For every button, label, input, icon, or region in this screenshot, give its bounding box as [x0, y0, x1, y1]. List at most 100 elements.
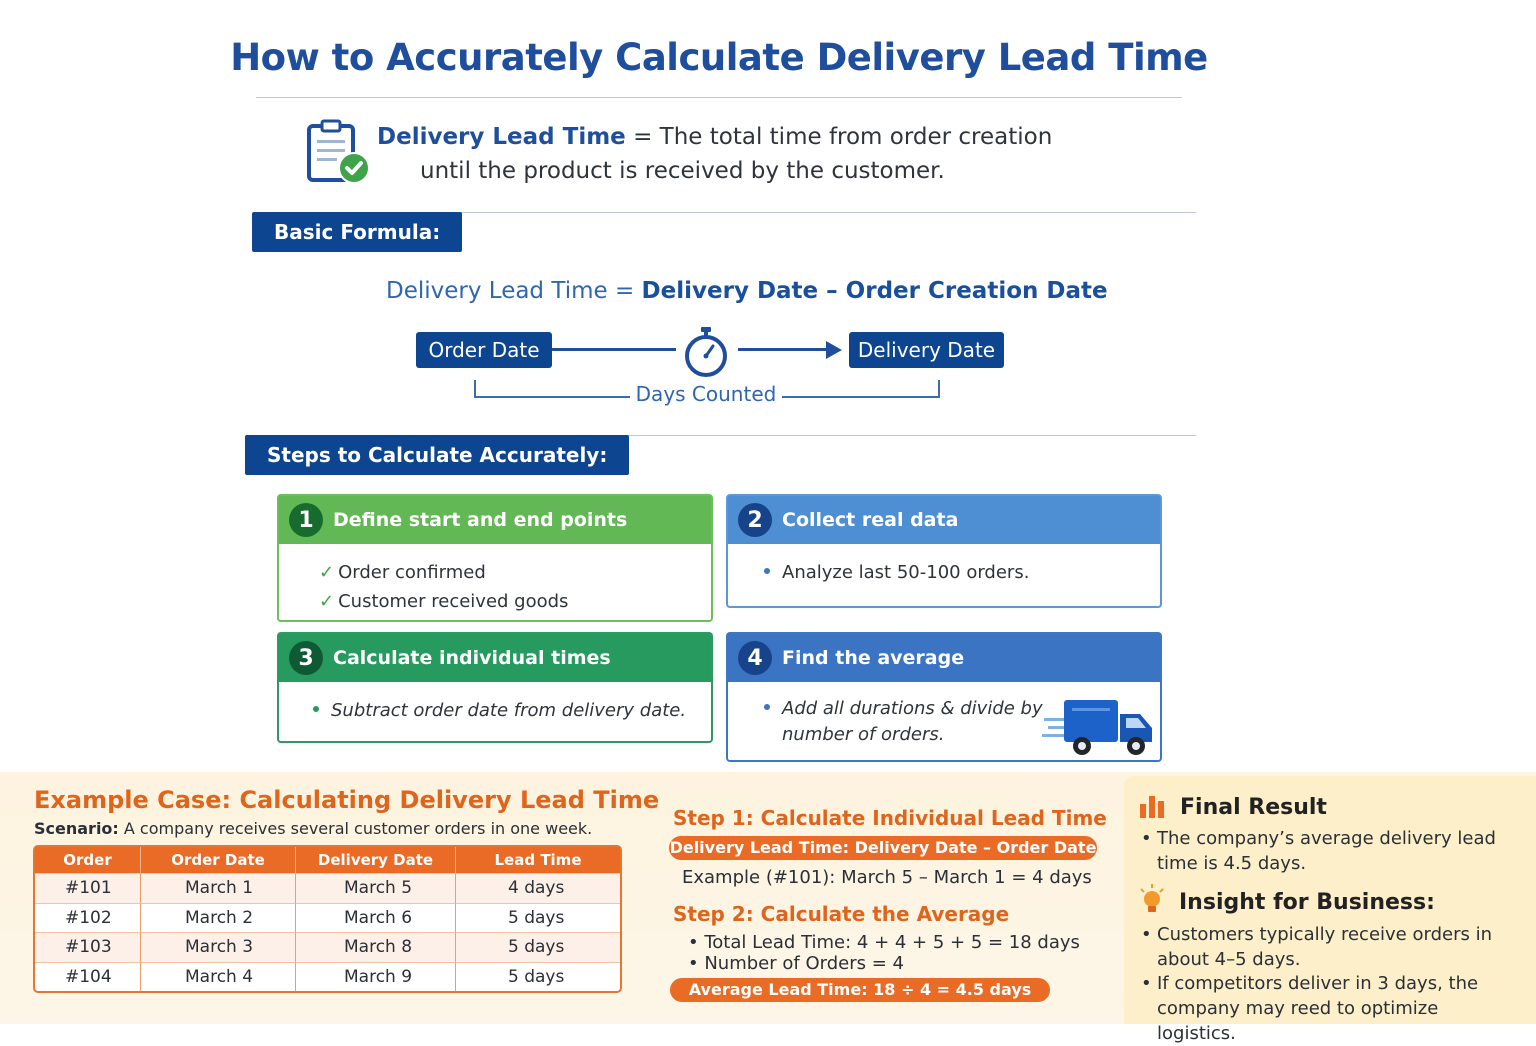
step-number-4: 4 [738, 641, 772, 675]
scenario-text: A company receives several customer orde… [118, 819, 593, 838]
calc-step-1-formula: Delivery Lead Time: Delivery Date – Orde… [669, 836, 1097, 860]
formula-text: Delivery Lead Time = Delivery Date – Ord… [386, 278, 1108, 304]
table-cell: #102 [35, 902, 141, 932]
calc-step-2-result: Average Lead Time: 18 ÷ 4 = 4.5 days [670, 978, 1050, 1002]
step-number-2: 2 [738, 503, 772, 537]
calc-step-1-title: Step 1: Calculate Individual Lead Time [673, 806, 1107, 830]
table-row: #102 March 2 March 6 5 days [35, 902, 620, 933]
table-cell: 5 days [456, 932, 620, 962]
flow-line-left [552, 348, 676, 351]
definition-line-1: Delivery Lead Time = The total time from… [377, 124, 1052, 150]
table-header-row: Order Order Date Delivery Date Lead Time [35, 847, 620, 873]
table-cell: March 1 [141, 873, 296, 903]
step-3-line-1: Subtract order date from delivery date. [331, 700, 687, 721]
stopwatch-icon [685, 327, 727, 377]
step-card-1: 1 Define start and end points ✓Order con… [277, 494, 713, 622]
step-1-item: ✓Order confirmed [319, 558, 711, 587]
step-4-item: Add all durations & divide by [764, 696, 1160, 722]
table-cell: March 3 [141, 932, 296, 962]
table-header: Delivery Date [296, 847, 456, 873]
step-title-4: Find the average [782, 647, 965, 669]
table-cell: March 9 [296, 961, 456, 991]
step-card-3: 3 Calculate individual times Subtract or… [277, 632, 713, 743]
table-cell: 5 days [456, 902, 620, 933]
insight-item-2: •If competitors deliver in 3 days, the c… [1141, 971, 1517, 1046]
calc-step-2-line: • Total Lead Time: 4 + 4 + 5 + 5 = 18 da… [688, 932, 1080, 953]
step-card-1-header: 1 Define start and end points [279, 496, 711, 544]
bullet-icon: • [1141, 924, 1152, 945]
bullet-icon [764, 704, 770, 710]
formula-equals: = [607, 278, 642, 304]
step-card-2: 2 Collect real data Analyze last 50-100 … [726, 494, 1162, 608]
step-card-4-header: 4 Find the average [728, 634, 1160, 682]
table-cell: March 2 [141, 902, 296, 932]
formula-delivery-date: Delivery Date [641, 278, 819, 304]
definition-line-2: until the product is received by the cus… [420, 158, 945, 184]
step-card-2-header: 2 Collect real data [728, 496, 1160, 544]
insight-text-2: If competitors deliver in 3 days, the co… [1157, 973, 1479, 1044]
order-date-pill: Order Date [416, 332, 552, 368]
table-row: #104 March 4 March 9 5 days [35, 961, 620, 992]
result-panel [1124, 776, 1536, 1024]
final-result-body: The company’s average delivery lead time… [1157, 828, 1496, 874]
page-title: How to Accurately Calculate Delivery Lea… [230, 36, 1208, 79]
step-number-1: 1 [289, 503, 323, 537]
table-cell: March 4 [141, 961, 296, 991]
step-4-line-1: Add all durations & divide by [782, 698, 1043, 719]
table-cell: March 8 [296, 932, 456, 962]
step-2-item: Analyze last 50-100 orders. [764, 558, 1160, 587]
basic-formula-tag: Basic Formula: [252, 212, 463, 252]
flow-line-right [738, 348, 830, 351]
check-icon: ✓ [319, 562, 335, 583]
delivery-date-pill: Delivery Date [849, 332, 1004, 368]
definition-divider [256, 212, 1196, 213]
insight-text-1: Customers typically receive orders in ab… [1157, 924, 1492, 970]
step-1-line-1: Order confirmed [338, 562, 486, 583]
steps-tag: Steps to Calculate Accurately: [245, 435, 630, 475]
example-title: Example Case: Calculating Delivery Lead … [34, 786, 660, 814]
table-header: Order [35, 847, 141, 873]
table-header: Lead Time [456, 847, 620, 873]
final-result-title: Final Result [1180, 795, 1327, 820]
table-cell: #101 [35, 873, 141, 903]
calc-step-1-example: Example (#101): March 5 – March 1 = 4 da… [682, 867, 1092, 888]
definition-text: = The total time from order creation [625, 124, 1053, 150]
final-result-text: •The company’s average delivery lead tim… [1141, 826, 1497, 876]
bullet-icon: • [1141, 828, 1152, 849]
table-row: #103 March 3 March 8 5 days [35, 932, 620, 962]
step-2-line-1: Analyze last 50-100 orders. [782, 562, 1030, 583]
calc-step-2-list: • Total Lead Time: 4 + 4 + 5 + 5 = 18 da… [688, 932, 1080, 974]
check-icon: ✓ [319, 591, 335, 612]
definition-term: Delivery Lead Time [377, 124, 626, 150]
table-cell: #103 [35, 932, 141, 962]
step-3-item: Subtract order date from delivery date. [313, 696, 711, 725]
step-title-3: Calculate individual times [333, 647, 611, 669]
insight-item-1: •Customers typically receive orders in a… [1141, 922, 1517, 972]
bullet-icon: • [1141, 973, 1152, 994]
calc-step-2-title: Step 2: Calculate the Average [673, 902, 1010, 926]
title-divider [256, 97, 1182, 98]
calc-step-2-line: • Number of Orders = 4 [688, 953, 904, 974]
step-title-2: Collect real data [782, 509, 959, 531]
table-cell: #104 [35, 961, 141, 991]
flow-arrow-icon [826, 341, 842, 359]
table-cell: March 5 [296, 873, 456, 903]
formula-order-creation-date: Order Creation Date [845, 278, 1108, 304]
formula-lhs: Delivery Lead Time [386, 278, 608, 304]
days-counted-label: Days Counted [630, 382, 782, 406]
step-number-3: 3 [289, 641, 323, 675]
example-scenario: Scenario: A company receives several cus… [34, 819, 592, 838]
formula-divider [256, 435, 1196, 436]
table-cell: March 6 [296, 902, 456, 932]
bar-chart-icon [1140, 796, 1164, 818]
formula-minus: – [818, 278, 846, 304]
step-1-line-2: Customer received goods [338, 591, 569, 612]
delivery-truck-icon [1042, 700, 1152, 755]
step-title-1: Define start and end points [333, 509, 628, 531]
bullet-icon [764, 568, 770, 574]
insight-title: Insight for Business: [1179, 890, 1435, 915]
table-cell: 5 days [456, 961, 620, 992]
step-1-item: ✓Customer received goods [319, 587, 711, 616]
clipboard-check-icon [307, 119, 370, 184]
table-header: Order Date [141, 847, 296, 873]
